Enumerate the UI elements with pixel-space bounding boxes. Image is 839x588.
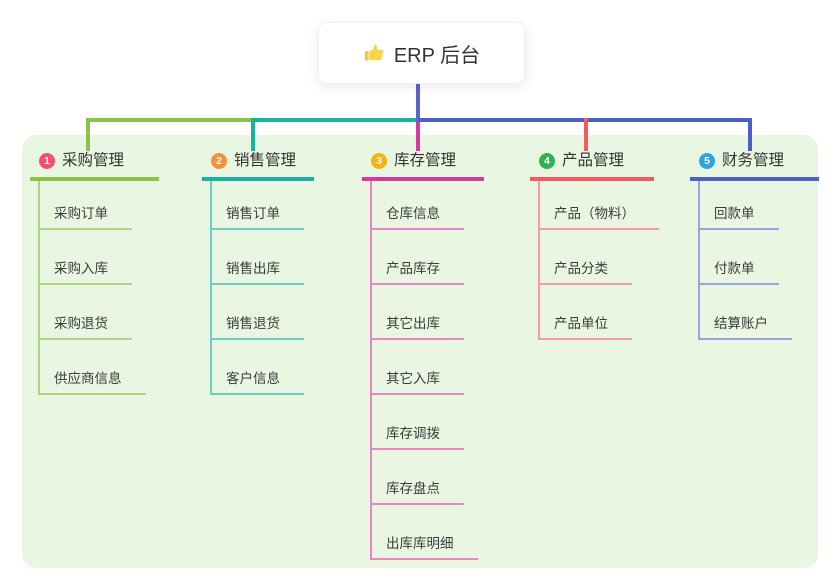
branch-label: 库存管理 bbox=[394, 152, 457, 169]
child-node[interactable]: 库存调拨 bbox=[372, 395, 464, 450]
child-node[interactable]: 回款单 bbox=[700, 181, 779, 230]
child-node[interactable]: 供应商信息 bbox=[40, 340, 146, 395]
branch-number-badge: 5 bbox=[699, 153, 715, 169]
branch-number-badge: 1 bbox=[39, 153, 55, 169]
branch-children: 产品（物料） 产品分类产品单位 bbox=[538, 181, 659, 340]
branch-children: 销售订单销售出库销售退货客户信息 bbox=[210, 181, 314, 395]
child-node-label: 产品（物料） bbox=[554, 206, 635, 221]
branch-node[interactable]: 1 采购管理 bbox=[30, 150, 159, 181]
branch-node[interactable]: 5 财务管理 bbox=[690, 150, 819, 181]
branch-1: 1 采购管理 采购订单采购入库采购退货供应商信息 bbox=[30, 150, 159, 395]
child-node[interactable]: 产品分类 bbox=[540, 230, 632, 285]
child-node[interactable]: 产品（物料） bbox=[540, 181, 659, 230]
child-node[interactable]: 销售退货 bbox=[212, 285, 304, 340]
branch-3: 3 库存管理 仓库信息产品库存其它出库其它入库库存调拨库存盘点出库库明细 bbox=[362, 150, 484, 560]
child-node[interactable]: 采购订单 bbox=[40, 181, 132, 230]
branch-children: 仓库信息产品库存其它出库其它入库库存调拨库存盘点出库库明细 bbox=[370, 181, 484, 560]
child-node[interactable]: 采购退货 bbox=[40, 285, 132, 340]
child-node-label: 销售订单 bbox=[226, 206, 280, 221]
root-stem-line bbox=[416, 80, 420, 122]
branch-drop-line bbox=[86, 118, 90, 151]
child-node-label: 付款单 bbox=[714, 261, 755, 276]
child-node-label: 供应商信息 bbox=[54, 371, 122, 386]
branch-label: 产品管理 bbox=[562, 152, 625, 169]
branch-children: 采购订单采购入库采购退货供应商信息 bbox=[38, 181, 159, 395]
branch-2: 2 销售管理 销售订单销售出库销售退货客户信息 bbox=[202, 150, 314, 395]
child-node-label: 出库库明细 bbox=[386, 536, 454, 551]
child-node[interactable]: 其它入库 bbox=[372, 340, 464, 395]
child-node-label: 库存盘点 bbox=[386, 481, 440, 496]
branch-node[interactable]: 2 销售管理 bbox=[202, 150, 314, 181]
child-node[interactable]: 销售出库 bbox=[212, 230, 304, 285]
branch-children: 回款单付款单结算账户 bbox=[698, 181, 819, 340]
branch-drop-line bbox=[416, 118, 420, 151]
child-node-label: 库存调拨 bbox=[386, 426, 440, 441]
child-node[interactable]: 采购入库 bbox=[40, 230, 132, 285]
branch-label: 采购管理 bbox=[62, 152, 125, 169]
child-node[interactable]: 仓库信息 bbox=[372, 181, 464, 230]
child-node[interactable]: 其它出库 bbox=[372, 285, 464, 340]
child-node-label: 采购入库 bbox=[54, 261, 108, 276]
root-node-label: ERP 后台 bbox=[393, 44, 481, 67]
child-node[interactable]: 付款单 bbox=[700, 230, 779, 285]
branch-drop-line bbox=[584, 118, 588, 151]
child-node-label: 产品库存 bbox=[386, 261, 440, 276]
branch-5: 5 财务管理 回款单付款单结算账户 bbox=[690, 150, 819, 340]
child-node-label: 采购退货 bbox=[54, 316, 108, 331]
child-node-label: 其它入库 bbox=[386, 371, 440, 386]
branches-panel bbox=[22, 135, 818, 568]
branch-node[interactable]: 4 产品管理 bbox=[530, 150, 654, 181]
child-node[interactable]: 库存盘点 bbox=[372, 450, 464, 505]
child-node[interactable]: 产品库存 bbox=[372, 230, 464, 285]
child-node-label: 产品单位 bbox=[554, 316, 608, 331]
child-node[interactable]: 产品单位 bbox=[540, 285, 632, 340]
bus-segment-teal bbox=[251, 118, 420, 122]
branch-label: 销售管理 bbox=[234, 152, 297, 169]
child-node-label: 仓库信息 bbox=[386, 206, 440, 221]
child-node[interactable]: 结算账户 bbox=[700, 285, 792, 340]
branch-drop-line bbox=[251, 118, 255, 151]
child-node-label: 销售退货 bbox=[226, 316, 280, 331]
branch-number-badge: 2 bbox=[211, 153, 227, 169]
child-node-label: 回款单 bbox=[714, 206, 755, 221]
child-node[interactable]: 客户信息 bbox=[212, 340, 304, 395]
child-node-label: 结算账户 bbox=[714, 316, 768, 331]
branch-node[interactable]: 3 库存管理 bbox=[362, 150, 484, 181]
child-node-label: 客户信息 bbox=[226, 371, 280, 386]
branch-number-badge: 3 bbox=[371, 153, 387, 169]
branch-label: 财务管理 bbox=[722, 152, 785, 169]
branch-drop-line bbox=[748, 118, 752, 151]
child-node-label: 采购订单 bbox=[54, 206, 108, 221]
root-node[interactable]: ERP 后台 bbox=[318, 22, 525, 84]
child-node-label: 销售出库 bbox=[226, 261, 280, 276]
branch-number-badge: 4 bbox=[539, 153, 555, 169]
child-node[interactable]: 出库库明细 bbox=[372, 505, 478, 560]
child-node-label: 产品分类 bbox=[554, 261, 608, 276]
thumbs-up-icon bbox=[363, 42, 385, 64]
child-node-label: 其它出库 bbox=[386, 316, 440, 331]
branch-4: 4 产品管理 产品（物料） 产品分类产品单位 bbox=[530, 150, 659, 340]
child-node[interactable]: 销售订单 bbox=[212, 181, 304, 230]
